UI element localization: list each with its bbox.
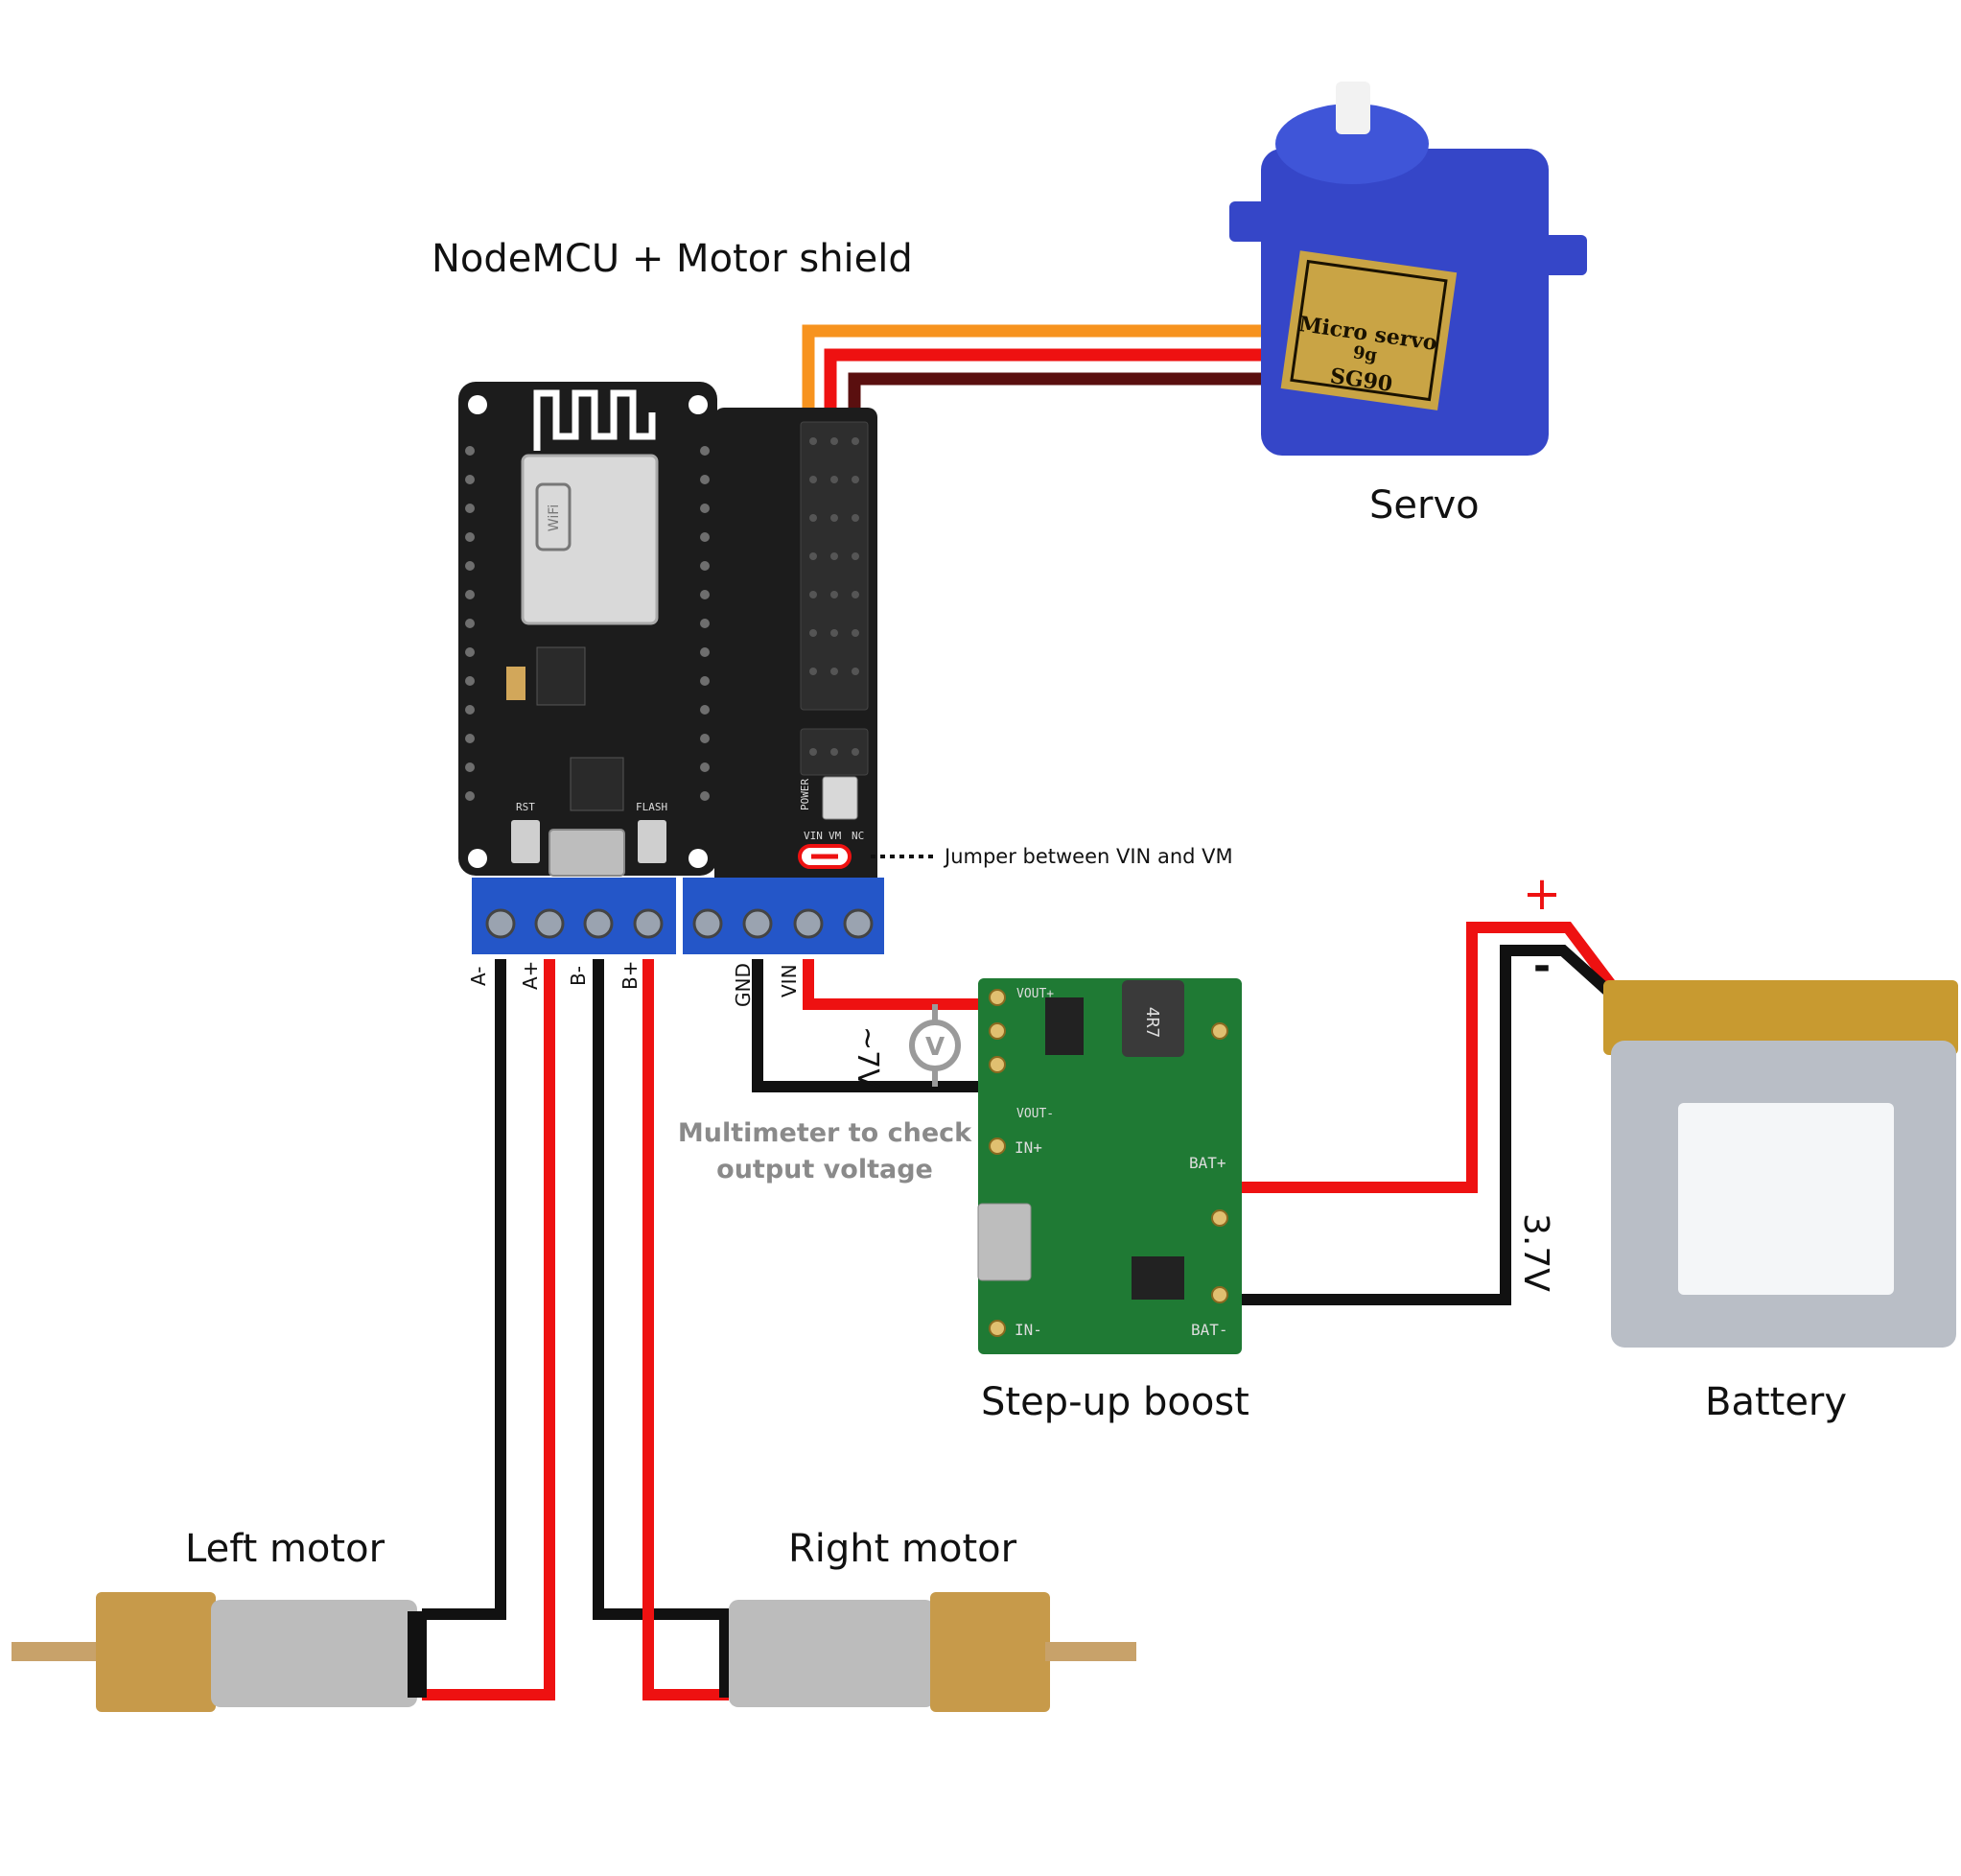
charger-chip bbox=[1132, 1256, 1184, 1300]
nodemcu-pins bbox=[465, 446, 710, 801]
mount-hole bbox=[468, 849, 487, 868]
battery-minus-sign: - bbox=[1533, 942, 1551, 991]
servo-gear-housing bbox=[1275, 104, 1429, 184]
right-motor-shaft bbox=[1045, 1642, 1136, 1661]
jumper-note: Jumper between VIN and VM bbox=[943, 845, 1233, 868]
voltmeter-symbol: V bbox=[925, 1033, 945, 1062]
boost-inductor bbox=[1122, 980, 1184, 1057]
bat-plus-silk: BAT+ bbox=[1189, 1154, 1226, 1172]
terminal-b-plus-label: B+ bbox=[619, 961, 642, 990]
servo-sticker: Micro servo 9g SG90 bbox=[1280, 250, 1458, 410]
servo-wire-red bbox=[824, 348, 1271, 408]
battery bbox=[1603, 980, 1958, 1348]
power-switch bbox=[822, 776, 858, 820]
battery-plus-sign: + bbox=[1523, 867, 1561, 921]
right-motor-gearbox bbox=[930, 1592, 1050, 1712]
power-label: POWER bbox=[799, 779, 811, 810]
usb-serial-chip bbox=[570, 757, 624, 811]
wire-a-minus bbox=[422, 959, 506, 1620]
terminal-screws bbox=[485, 908, 874, 939]
micro-usb-port bbox=[549, 829, 625, 877]
wire-a-plus bbox=[422, 959, 555, 1700]
left-motor-can bbox=[211, 1600, 417, 1707]
step-up-boost-label: Step-up boost bbox=[981, 1380, 1249, 1424]
shield-pin-dots bbox=[809, 437, 859, 756]
esp-module bbox=[521, 454, 659, 625]
capacitor bbox=[506, 667, 525, 700]
step-up-boost: 4R7 VOUT+ VOUT- IN+ IN- BAT+ BAT- bbox=[977, 978, 1242, 1354]
wire-b-minus bbox=[593, 959, 729, 1620]
boost-output-voltage-label: ~7V bbox=[851, 1026, 884, 1089]
boost-chip bbox=[1045, 997, 1084, 1055]
shield-header-pins bbox=[800, 421, 869, 776]
multimeter-note-line2: output voltage bbox=[716, 1155, 933, 1184]
in-plus-silk: IN+ bbox=[1015, 1138, 1042, 1157]
terminal-a-minus-label: A- bbox=[467, 967, 490, 986]
svg-text:WiFi: WiFi bbox=[547, 504, 562, 531]
battery-voltage-label: 3.7V bbox=[1516, 1213, 1555, 1292]
battery-label: Battery bbox=[1705, 1380, 1847, 1424]
servo-horn-shaft bbox=[1336, 82, 1370, 134]
servo-wire-brown bbox=[848, 372, 1271, 408]
in-minus-silk: IN- bbox=[1015, 1321, 1042, 1339]
right-motor bbox=[719, 1592, 1136, 1712]
inductor-marking: 4R7 bbox=[1142, 1007, 1162, 1039]
flash-button bbox=[638, 820, 666, 863]
nc-silk: NC bbox=[852, 830, 864, 842]
right-motor-can bbox=[729, 1600, 935, 1707]
vm-silk: VM bbox=[829, 830, 842, 842]
voltage-regulator bbox=[536, 646, 586, 706]
flash-silk: FLASH bbox=[636, 801, 667, 813]
left-motor-endcap bbox=[408, 1611, 427, 1698]
right-motor-label: Right motor bbox=[788, 1527, 1017, 1571]
mount-hole bbox=[468, 395, 487, 414]
wifi-antenna bbox=[533, 389, 656, 451]
servo: Micro servo 9g SG90 bbox=[1229, 82, 1587, 456]
nodemcu-label: NodeMCU + Motor shield bbox=[432, 237, 913, 281]
wire-vin bbox=[803, 959, 997, 1010]
wires bbox=[422, 324, 1625, 1700]
bat-minus-silk: BAT- bbox=[1191, 1321, 1228, 1339]
boost-micro-usb bbox=[977, 1203, 1032, 1281]
servo-sticker-line2: 9g bbox=[1352, 342, 1379, 365]
terminal-vin-label: VIN bbox=[778, 964, 801, 997]
vin-silk: VIN bbox=[804, 830, 823, 842]
rst-silk: RST bbox=[516, 801, 535, 813]
left-motor bbox=[12, 1592, 427, 1712]
terminal-b-minus-label: B- bbox=[567, 966, 590, 986]
vout-plus-silk: VOUT+ bbox=[1016, 987, 1054, 1001]
left-motor-shaft bbox=[12, 1642, 103, 1661]
servo-wire-orange bbox=[802, 324, 1271, 408]
boost-pads bbox=[989, 989, 1228, 1337]
wire-gnd bbox=[752, 959, 997, 1092]
battery-top-tape bbox=[1603, 980, 1958, 1055]
battery-sticker bbox=[1678, 1103, 1894, 1295]
wire-battery-minus bbox=[1242, 945, 1625, 1305]
multimeter-note-line1: Multimeter to check bbox=[678, 1118, 972, 1148]
terminal-a-plus-label: A+ bbox=[519, 961, 542, 990]
wire-b-plus bbox=[642, 959, 729, 1700]
rst-button bbox=[511, 820, 540, 863]
vout-minus-silk: VOUT- bbox=[1016, 1107, 1054, 1121]
wire-battery-plus bbox=[1242, 922, 1625, 1193]
left-motor-label: Left motor bbox=[185, 1527, 385, 1571]
left-motor-gearbox bbox=[96, 1592, 216, 1712]
servo-label: Servo bbox=[1369, 483, 1480, 528]
mount-hole bbox=[689, 849, 708, 868]
terminal-gnd-label: GND bbox=[732, 963, 755, 1007]
wifi-icon: WiFi bbox=[535, 482, 572, 551]
voltmeter-icon: V bbox=[909, 1020, 961, 1071]
mount-hole bbox=[689, 395, 708, 414]
nodemcu-motor-shield: POWER VIN VM NC WiFi bbox=[458, 382, 884, 954]
